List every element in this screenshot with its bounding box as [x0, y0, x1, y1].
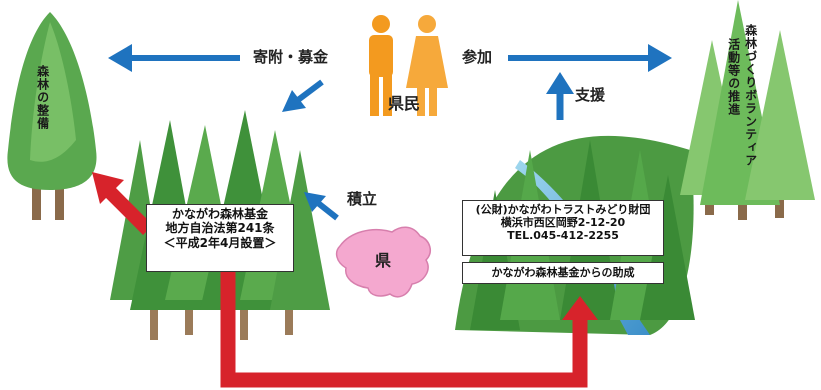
trust-address: 横浜市西区岡野2-12-20	[500, 216, 626, 230]
fund-box: かながわ森林基金 地方自治法第241条 ＜平成2年4月設置＞	[146, 204, 294, 272]
fund-established: ＜平成2年4月設置＞	[163, 235, 277, 250]
maintenance-arrow	[92, 172, 153, 235]
grant-box: かながわ森林基金からの助成	[462, 262, 664, 284]
trust-tel: TEL.045-412-2255	[507, 229, 619, 243]
donation-label: 寄附・募金	[253, 48, 329, 66]
donation-to-fund-arrow	[282, 79, 324, 112]
tree-volunteer-icon	[680, 0, 815, 220]
forest-maintenance-label: 森林の整備	[35, 65, 50, 130]
trust-box: (公財)かながわトラストみどり財団 横浜市西区岡野2-12-20 TEL.045…	[462, 200, 664, 256]
support-arrow	[546, 72, 574, 120]
prefecture-map-icon	[335, 226, 431, 298]
participation-arrow	[508, 44, 672, 72]
accumulate-label: 積立	[347, 190, 378, 208]
support-label: 支援	[575, 86, 606, 104]
accumulate-arrow	[304, 192, 339, 221]
participation-label: 参加	[462, 48, 493, 66]
volunteer-label-1: 森林づくりボランティア	[743, 24, 758, 167]
donation-arrow	[108, 44, 240, 72]
fund-name: かながわ森林基金	[171, 207, 268, 221]
citizens-label: 県民	[388, 94, 421, 113]
grant-flow-arrow	[220, 268, 598, 388]
tree-left-icon	[7, 12, 97, 220]
citizens-icon	[369, 15, 448, 116]
prefecture-label: 県	[375, 251, 392, 270]
trust-name: (公財)かながわトラストみどり財団	[475, 203, 651, 216]
grant-label: かながわ森林基金からの助成	[491, 266, 635, 279]
fund-law: 地方自治法第241条	[165, 221, 275, 236]
volunteer-label-2: 活動等の推進	[726, 38, 741, 116]
